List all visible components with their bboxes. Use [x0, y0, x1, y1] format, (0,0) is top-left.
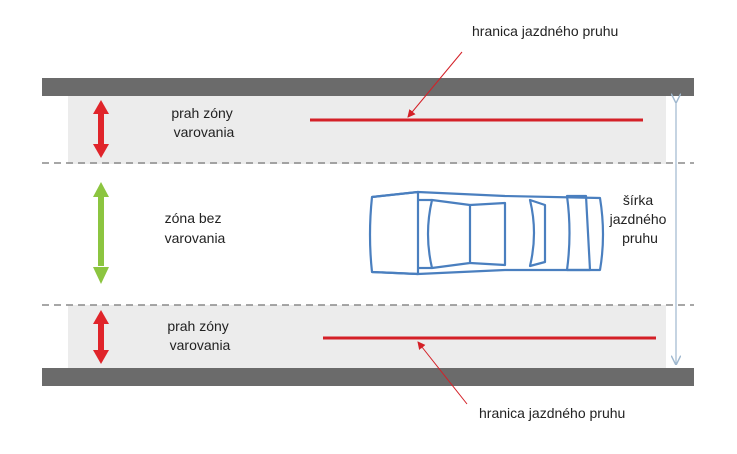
pointer-line-top	[407, 51, 463, 118]
car-top-view-icon	[368, 190, 605, 276]
pointer-line-bottom	[417, 341, 468, 405]
road-edge-top	[42, 78, 694, 96]
lane-boundary-label-top: hranica jazdného pruhu	[472, 23, 618, 39]
double-arrow-vertical-icon	[93, 182, 109, 284]
lane-width-label: šírka jazdného pruhu	[609, 192, 671, 246]
road-edge-bottom	[42, 368, 694, 386]
double-arrow-vertical-icon	[93, 100, 109, 158]
warning-zone-label-top: prah zóny varovania	[171, 105, 236, 140]
double-arrow-vertical-icon	[93, 310, 109, 364]
lane-boundary-label-bottom: hranica jazdného pruhu	[479, 405, 625, 421]
no-warning-zone-label: zóna bez varovania	[165, 210, 226, 246]
warning-zone-band-top	[68, 96, 666, 164]
warning-zone-label-bottom: prah zóny varovania	[167, 318, 232, 353]
